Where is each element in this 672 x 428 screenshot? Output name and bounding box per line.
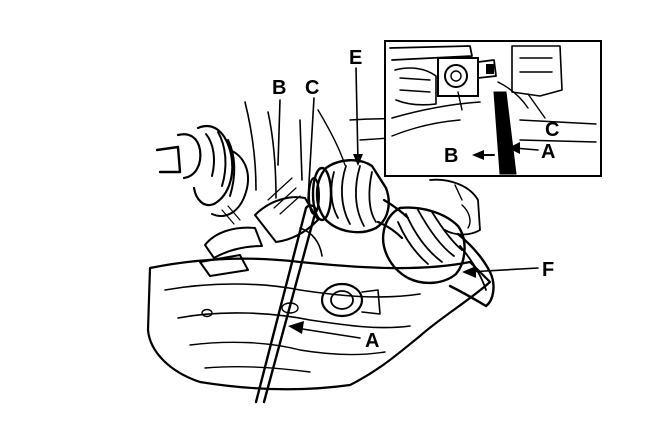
inset-bearing-housing <box>437 57 479 97</box>
inset-label-a: A <box>541 141 555 163</box>
inset-label-c: C <box>545 119 559 141</box>
arrow-head-f <box>462 266 476 278</box>
inset-arrow-a <box>508 142 520 154</box>
axle-shaft <box>448 232 495 308</box>
pry-bar-tool <box>254 204 318 404</box>
inset-label-b: B <box>444 145 458 167</box>
label-f: F <box>542 259 554 281</box>
label-a: A <box>365 330 379 352</box>
right-drive-shaft <box>308 159 495 308</box>
label-b: B <box>272 77 286 99</box>
inset-pry-bar <box>493 91 517 175</box>
left-drive-shaft <box>155 124 249 217</box>
inset-detail: C B A <box>384 40 602 177</box>
label-c: C <box>305 77 319 99</box>
inset-arrow-b <box>472 150 484 160</box>
inset-frame <box>384 40 602 177</box>
arrow-head-a <box>288 321 304 334</box>
arrow-head-e <box>353 154 363 166</box>
main-callouts: B C E F A <box>272 47 554 352</box>
outer-cv-boot <box>381 206 466 285</box>
label-e: E <box>349 47 362 69</box>
